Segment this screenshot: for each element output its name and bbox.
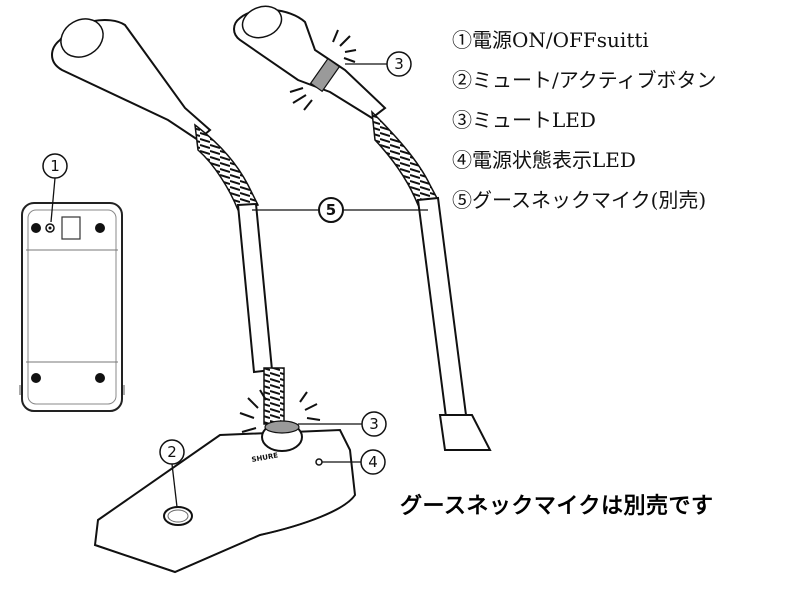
legend-text: 電源状態表示LED <box>472 148 636 172</box>
led-glow-bottom <box>239 389 321 433</box>
legend-text: ミュートLED <box>472 108 596 132</box>
legend-item-gooseneck-mic: ⑤グースネックマイク(別売) <box>452 180 717 220</box>
rubber-foot-icon <box>95 223 105 233</box>
mute-led-ring <box>264 420 300 434</box>
legend-item-power-switch: ①電源ON/OFFsuitti <box>452 20 717 60</box>
sold-separately-note: グースネックマイクは別売です <box>400 494 714 519</box>
led-glow-top <box>289 29 357 111</box>
mute-led-ring <box>309 57 341 93</box>
legend-num: ② <box>452 68 472 92</box>
svg-text:1: 1 <box>50 157 60 175</box>
svg-text:3: 3 <box>369 415 379 433</box>
base-bottom-view <box>19 202 125 412</box>
legend-list: ①電源ON/OFFsuitti ②ミュート/アクティブボタン ③ミュートLED … <box>452 20 717 220</box>
svg-text:4: 4 <box>368 453 378 471</box>
legend-num: ① <box>452 28 472 52</box>
legend-num: ④ <box>452 148 472 172</box>
svg-text:5: 5 <box>326 201 336 219</box>
legend-item-power-led: ④電源状態表示LED <box>452 140 717 180</box>
callout-5: 5 <box>252 197 428 223</box>
desk-base: SHURE <box>93 420 357 574</box>
svg-text:3: 3 <box>394 55 404 73</box>
legend-num: ③ <box>452 108 472 132</box>
rubber-foot-icon <box>31 373 41 383</box>
rubber-foot-icon <box>31 223 41 233</box>
legend-text: ミュート/アクティブボタン <box>472 68 717 92</box>
svg-text:2: 2 <box>167 443 177 461</box>
legend-text: グースネックマイク(別売) <box>472 188 707 212</box>
gooseneck-mic-right <box>233 5 492 451</box>
legend-num: ⑤ <box>452 188 472 212</box>
callout-3-top: 3 <box>345 51 412 77</box>
legend-text: 電源ON/OFFsuitti <box>472 28 649 52</box>
legend-item-mute-led: ③ミュートLED <box>452 100 717 140</box>
legend-item-mute-button: ②ミュート/アクティブボタン <box>452 60 717 100</box>
callout-4: 4 <box>322 449 386 475</box>
callout-1: 1 <box>42 153 68 223</box>
callout-3-bottom: 3 <box>298 411 387 437</box>
callout-2: 2 <box>159 439 185 508</box>
power-led-icon <box>315 458 323 466</box>
rubber-foot-icon <box>95 373 105 383</box>
